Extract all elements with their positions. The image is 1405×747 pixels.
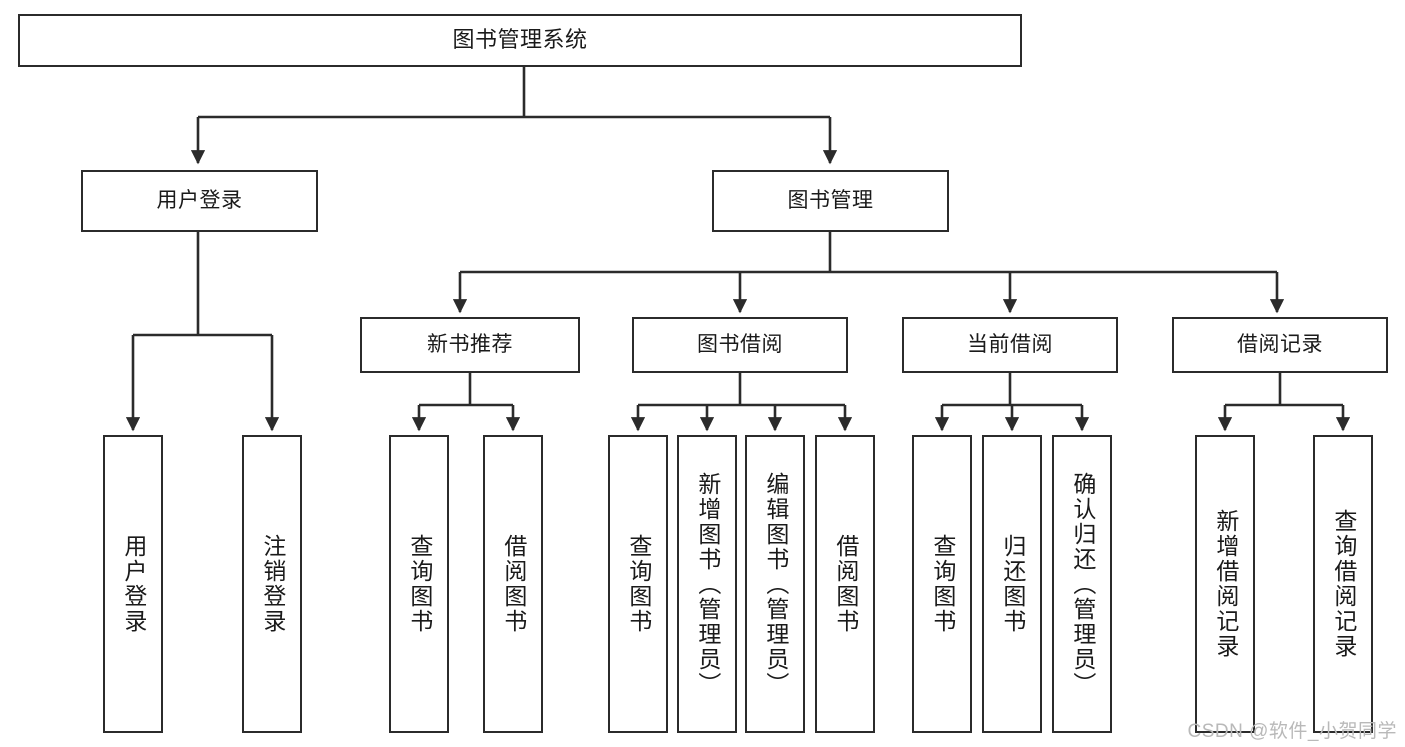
leaf-add-book-label: 新增图书（管理员） xyxy=(694,471,721,697)
node-book-borrow[interactable]: 图书借阅 xyxy=(632,317,848,373)
leaf-borrow-book-2-label: 借阅图书 xyxy=(832,534,859,634)
leaf-query-book-1[interactable]: 查询图书 xyxy=(389,435,449,733)
node-user-login-label: 用户登录 xyxy=(156,189,243,213)
node-book-management[interactable]: 图书管理 xyxy=(712,170,949,232)
leaf-edit-book-label: 编辑图书（管理员） xyxy=(762,471,789,697)
leaf-borrow-book-2[interactable]: 借阅图书 xyxy=(815,435,875,733)
node-new-book-recommend[interactable]: 新书推荐 xyxy=(360,317,580,373)
node-root[interactable]: 图书管理系统 xyxy=(18,14,1022,67)
leaf-query-book-1-label: 查询图书 xyxy=(406,534,433,634)
node-borrow-record[interactable]: 借阅记录 xyxy=(1172,317,1388,373)
leaf-query-book-3-label: 查询图书 xyxy=(929,534,956,634)
leaf-confirm-return[interactable]: 确认归还（管理员） xyxy=(1052,435,1112,733)
leaf-query-book-2[interactable]: 查询图书 xyxy=(608,435,668,733)
node-new-book-recommend-label: 新书推荐 xyxy=(427,333,513,357)
leaf-borrow-book-1[interactable]: 借阅图书 xyxy=(483,435,543,733)
node-current-borrow[interactable]: 当前借阅 xyxy=(902,317,1118,373)
node-book-management-label: 图书管理 xyxy=(787,189,874,213)
node-borrow-record-label: 借阅记录 xyxy=(1237,333,1323,357)
watermark: CSDN @软件_小贺同学 xyxy=(1187,721,1397,742)
leaf-borrow-book-1-label: 借阅图书 xyxy=(500,534,527,634)
leaf-confirm-return-label: 确认归还（管理员） xyxy=(1069,471,1096,697)
leaf-logout[interactable]: 注销登录 xyxy=(242,435,302,733)
leaf-add-book[interactable]: 新增图书（管理员） xyxy=(677,435,737,733)
leaf-edit-book[interactable]: 编辑图书（管理员） xyxy=(745,435,805,733)
leaf-user-login[interactable]: 用户登录 xyxy=(103,435,163,733)
leaf-add-borrow-record[interactable]: 新增借阅记录 xyxy=(1195,435,1255,733)
leaf-add-borrow-record-label: 新增借阅记录 xyxy=(1212,509,1239,659)
leaf-return-book-label: 归还图书 xyxy=(999,534,1026,634)
leaf-user-login-label: 用户登录 xyxy=(120,534,147,634)
leaf-query-book-3[interactable]: 查询图书 xyxy=(912,435,972,733)
node-current-borrow-label: 当前借阅 xyxy=(967,333,1053,357)
leaf-return-book[interactable]: 归还图书 xyxy=(982,435,1042,733)
leaf-query-book-2-label: 查询图书 xyxy=(625,534,652,634)
node-user-login[interactable]: 用户登录 xyxy=(81,170,318,232)
leaf-logout-label: 注销登录 xyxy=(259,534,286,634)
node-root-label: 图书管理系统 xyxy=(452,27,588,53)
leaf-query-borrow-record-label: 查询借阅记录 xyxy=(1330,509,1357,659)
node-book-borrow-label: 图书借阅 xyxy=(697,333,783,357)
leaf-query-borrow-record[interactable]: 查询借阅记录 xyxy=(1313,435,1373,733)
